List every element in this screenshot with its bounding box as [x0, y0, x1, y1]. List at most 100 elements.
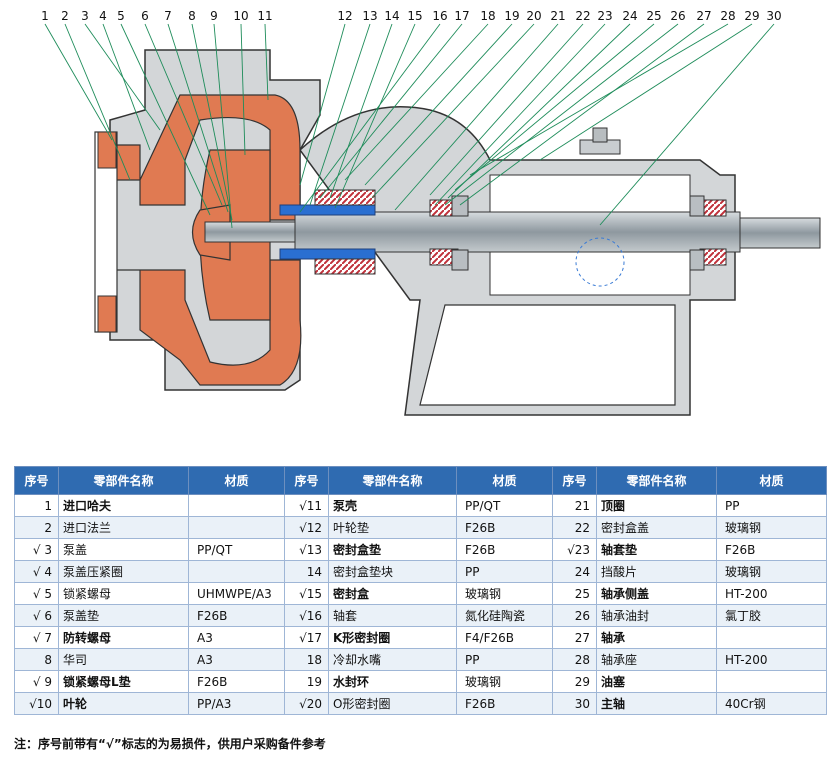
cell-material [716, 626, 827, 649]
callout-number: 18 [480, 9, 495, 23]
leader-line [444, 23, 679, 206]
cell-material: HT-200 [716, 648, 827, 671]
callout-number: 29 [744, 9, 759, 23]
cell-part-no: 18 [284, 648, 329, 671]
cell-part-no: 28 [552, 648, 597, 671]
leader-line [434, 23, 606, 206]
cell-part-no: √11 [284, 494, 329, 517]
footnote: 注：序号前带有“√”标志的为易损件，供用户采购备件参考 [14, 737, 326, 751]
cell-part-name: 冷却水嘴 [328, 648, 457, 671]
callout-number: 15 [407, 9, 422, 23]
leader-line [319, 23, 463, 199]
callout-number: 21 [550, 9, 565, 23]
leader-line [469, 23, 729, 176]
callout-number: 8 [188, 9, 196, 23]
leader-line [102, 23, 151, 151]
cell-part-name: O形密封圈 [328, 692, 457, 715]
callout-number: 30 [766, 9, 781, 23]
cell-part-no: √20 [284, 692, 329, 715]
leader-line [329, 23, 393, 199]
cell-part-name: 泵盖压紧圈 [58, 560, 189, 583]
callout-number: 16 [432, 9, 447, 23]
cell-part-name: 油塞 [596, 670, 717, 693]
leader-line [299, 23, 346, 186]
cell-part-name: 防转螺母 [58, 626, 189, 649]
cell-part-no: 25 [552, 582, 597, 605]
cell-material: F26B [456, 538, 553, 561]
leader-line [459, 23, 705, 206]
callout-number: 20 [526, 9, 541, 23]
cell-material: PP [716, 494, 827, 517]
callout-number: 14 [384, 9, 399, 23]
callout-number: 25 [646, 9, 661, 23]
cell-material: 玻璃钢 [456, 582, 553, 605]
leader-line [447, 23, 631, 199]
cell-part-name: 轴承 [596, 626, 717, 649]
callout-number: 28 [720, 9, 735, 23]
leader-line [364, 23, 513, 186]
callout-number: 5 [117, 9, 125, 23]
cell-part-no: 24 [552, 560, 597, 583]
cell-part-name: 密封盒垫 [328, 538, 457, 561]
leader-lines [44, 23, 775, 229]
cell-part-name: 挡酸片 [596, 560, 717, 583]
cell-part-name: 密封盒盖 [596, 516, 717, 539]
cell-part-name: 泵壳 [328, 494, 457, 517]
main-shaft [204, 211, 821, 253]
cell-part-no: 19 [284, 670, 329, 693]
leader-line [344, 23, 489, 181]
leader-line [240, 23, 246, 156]
cell-material: HT-200 [716, 582, 827, 605]
cell-part-no: 30 [552, 692, 597, 715]
leader-line [334, 23, 416, 209]
cell-part-name: 叶轮 [58, 692, 189, 715]
table-header-row: 序号 零部件名称 材质 序号 零部件名称 材质 序号 零部件名称 材质 [14, 466, 827, 495]
header-no: 序号 [14, 466, 59, 495]
callout-number: 23 [597, 9, 612, 23]
callout-number: 3 [81, 9, 89, 23]
header-part-name: 零部件名称 [596, 466, 717, 495]
callout-number: 12 [337, 9, 352, 23]
header-part-name: 零部件名称 [58, 466, 189, 495]
cell-part-name: 华司 [58, 648, 189, 671]
cell-part-no: √10 [14, 692, 59, 715]
cell-part-no: √15 [284, 582, 329, 605]
cell-material: PP [456, 648, 553, 671]
cell-part-name: 密封盒垫块 [328, 560, 457, 583]
cell-material: F26B [456, 516, 553, 539]
cell-part-name: 锁紧螺母 [58, 582, 189, 605]
cell-part-no: √ 6 [14, 604, 59, 627]
cell-part-name: 密封盒 [328, 582, 457, 605]
cell-material: 40Cr钢 [716, 692, 827, 715]
cell-material: 玻璃钢 [716, 560, 827, 583]
cell-part-name: 轴承座 [596, 648, 717, 671]
cell-part-no: 27 [552, 626, 597, 649]
leader-line [599, 23, 775, 226]
leader-line [371, 23, 535, 199]
callout-number: 19 [504, 9, 519, 23]
cell-part-no: √ 9 [14, 670, 59, 693]
leader-line [44, 23, 113, 141]
callout-number: 22 [575, 9, 590, 23]
cell-part-name: 进口哈夫 [58, 494, 189, 517]
callout-number: 13 [362, 9, 377, 23]
cell-material: F26B [716, 538, 827, 561]
cell-part-no: √23 [552, 538, 597, 561]
cell-part-name: 叶轮垫 [328, 516, 457, 539]
callout-number: 6 [141, 9, 149, 23]
cell-part-no: √ 5 [14, 582, 59, 605]
cell-part-name: 泵盖 [58, 538, 189, 561]
oil-sight-glass [575, 237, 625, 287]
cell-material: PP/A3 [188, 692, 285, 715]
cell-material [716, 670, 827, 693]
header-part-name: 零部件名称 [328, 466, 457, 495]
cell-material: 玻璃钢 [456, 670, 553, 693]
cell-part-no: √ 7 [14, 626, 59, 649]
